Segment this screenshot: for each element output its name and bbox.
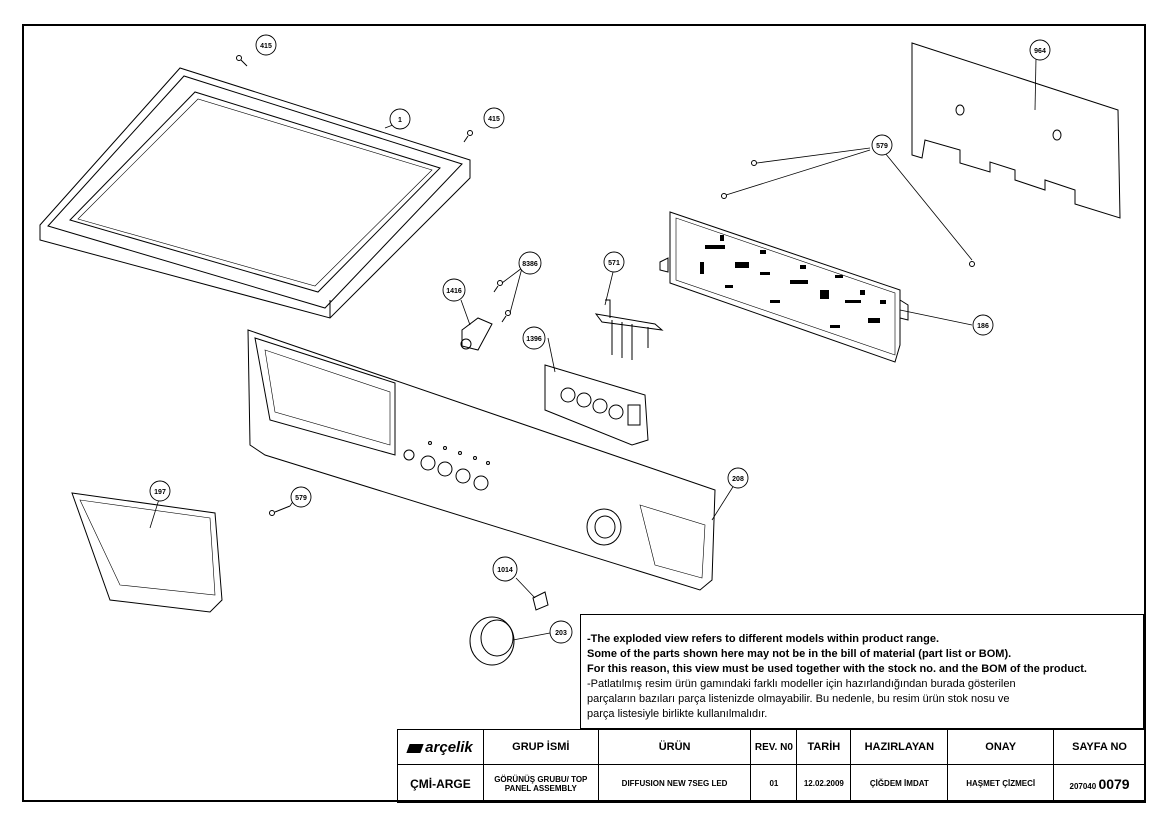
callout-1014: 1014 (497, 567, 513, 574)
grup-header: GRUP İSMİ (482, 729, 599, 765)
tarih-value: 12.02.2009 (796, 764, 852, 803)
grup-value: GÖRÜNÜŞ GRUBU/ TOP PANEL ASSEMBLY (482, 764, 599, 803)
sayfa-value: 207040 0079 (1053, 764, 1146, 803)
callout-1: 1 (398, 117, 402, 124)
sayfa-header: SAYFA NO (1053, 729, 1146, 765)
callout-1416: 1416 (446, 288, 462, 295)
callout-579-left: 579 (295, 495, 307, 502)
callout-964: 964 (1034, 48, 1046, 55)
department: ÇMİ-ARGE (397, 764, 484, 803)
callout-415-right: 415 (488, 116, 500, 123)
front-panel-part (247, 329, 716, 591)
rev-header: REV. N0 (750, 729, 798, 765)
drawer-handle-part (71, 492, 223, 613)
note-tr-line-2: parçaların bazıları parça listenizde olm… (587, 693, 1010, 705)
callout-579-top: 579 (876, 143, 888, 150)
note-tr-line-3: parça listesiyle birlikte kullanılmalıdı… (587, 708, 768, 720)
sayfa-prefix: 207040 (1069, 781, 1097, 791)
rev-value: 01 (750, 764, 798, 803)
callout-203: 203 (555, 630, 567, 637)
callout-571: 571 (608, 260, 620, 267)
callout-415-top: 415 (260, 43, 272, 50)
callout-186: 186 (977, 323, 989, 330)
hazirlayan-value: ÇİĞDEM İMDAT (850, 764, 949, 803)
exploded-view-note: -The exploded view refers to different m… (580, 614, 1144, 729)
title-block: arçelik GRUP İSMİ ÜRÜN REV. N0 TARİH HAZ… (397, 729, 1146, 803)
note-en-line-1: -The exploded view refers to different m… (587, 633, 940, 645)
hazirlayan-header: HAZIRLAYAN (850, 729, 949, 765)
callout-208: 208 (732, 476, 744, 483)
led-part (460, 317, 493, 351)
company-logo: arçelik (397, 729, 484, 765)
callout-8386: 8386 (522, 261, 538, 268)
callout-197: 197 (154, 489, 166, 496)
sayfa-number: 0079 (1098, 775, 1130, 792)
back-sheet-part (911, 42, 1121, 219)
callout-1396: 1396 (526, 336, 542, 343)
control-board-part (659, 211, 909, 363)
bracket-part (594, 299, 664, 360)
onay-value: HAŞMET ÇİZMECİ (947, 764, 1055, 803)
note-en-line-2: Some of the parts shown here may not be … (587, 648, 1012, 660)
urun-header: ÜRÜN (597, 729, 752, 765)
button-holder-part (544, 364, 649, 446)
urun-value: DIFFUSION NEW 7SEG LED (597, 764, 752, 803)
top-lid-part (39, 67, 471, 319)
tarih-header: TARİH (796, 729, 852, 765)
knob-shaft-part (532, 591, 549, 611)
knob-part (469, 616, 515, 666)
onay-header: ONAY (947, 729, 1055, 765)
note-en-line-3: For this reason, this view must be used … (587, 663, 1087, 675)
note-tr-line-1: -Patlatılmış resim ürün gamındaki farklı… (587, 678, 1016, 690)
